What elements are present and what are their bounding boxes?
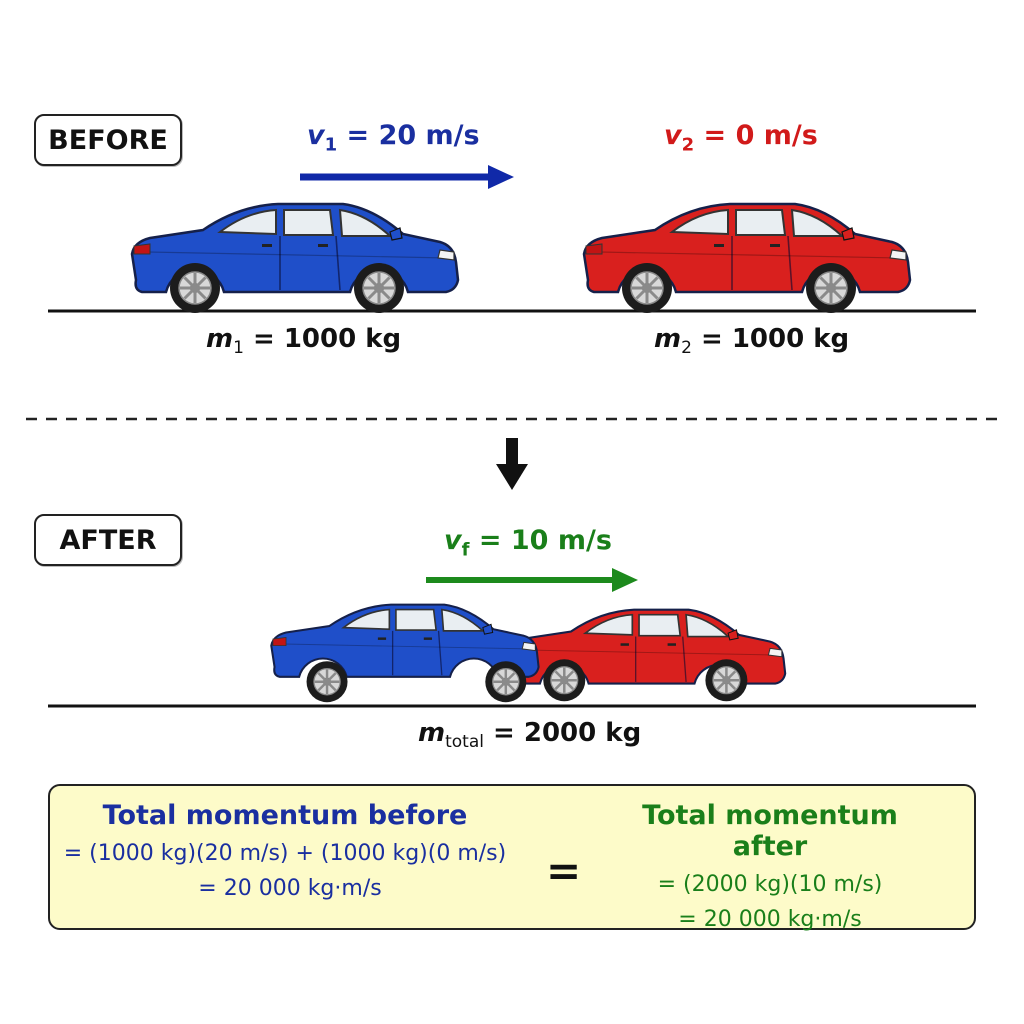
v1-value: = 20 m/s [346, 120, 480, 151]
vf-symbol: v [444, 525, 462, 556]
m2-subscript: 2 [681, 338, 692, 359]
after-label: AFTER [34, 514, 182, 566]
mtotal-symbol: m [418, 718, 446, 748]
momentum-before-result: = 20 000 kg·m/s [198, 876, 382, 901]
before-label: BEFORE [34, 114, 182, 166]
v2-value: = 0 m/s [703, 120, 818, 151]
v2-symbol: v [664, 120, 682, 151]
momentum-before-column: Total momentum before = (1000 kg)(20 m/s… [60, 784, 510, 901]
momentum-after-title: Total momentum after [642, 800, 898, 862]
mass-m2-label: m2 = 1000 kg [654, 324, 849, 358]
momentum-after-result: = 20 000 kg·m/s [678, 907, 862, 932]
car-red-before [582, 202, 912, 315]
velocity-v2-label: v2 = 0 m/s [664, 120, 818, 155]
velocity-vf-label: vf = 10 m/s [444, 525, 612, 560]
velocity-v1-label: v1 = 20 m/s [307, 120, 480, 155]
down-arrow-icon [496, 438, 528, 490]
m2-symbol: m [654, 324, 682, 354]
vf-value: = 10 m/s [478, 525, 612, 556]
mtotal-value: = 2000 kg [493, 718, 642, 748]
m2-value: = 1000 kg [700, 324, 850, 354]
vf-subscript: f [461, 539, 470, 561]
car-blue-after [270, 603, 540, 704]
m1-value: = 1000 kg [252, 324, 402, 354]
mass-m1-label: m1 = 1000 kg [206, 324, 401, 358]
v1-subscript: 1 [324, 134, 338, 156]
momentum-summary-box [48, 784, 976, 930]
arrow-vf [426, 568, 638, 592]
mtotal-subscript: total [445, 732, 484, 753]
v1-symbol: v [307, 120, 325, 151]
arrow-v1 [300, 165, 514, 189]
v2-subscript: 2 [681, 134, 695, 156]
momentum-before-equation: = (1000 kg)(20 m/s) + (1000 kg)(0 m/s) [63, 841, 507, 866]
equals-sign: = [546, 846, 582, 895]
car-blue-before [130, 202, 460, 315]
mass-total-label: mtotal = 2000 kg [418, 718, 641, 752]
momentum-after-column: Total momentum after = (2000 kg)(10 m/s)… [620, 784, 920, 932]
m1-symbol: m [206, 324, 234, 354]
momentum-after-equation: = (2000 kg)(10 m/s) [657, 872, 883, 897]
m1-subscript: 1 [233, 338, 244, 359]
car-red-after [510, 608, 787, 703]
momentum-before-title: Total momentum before [102, 800, 468, 831]
